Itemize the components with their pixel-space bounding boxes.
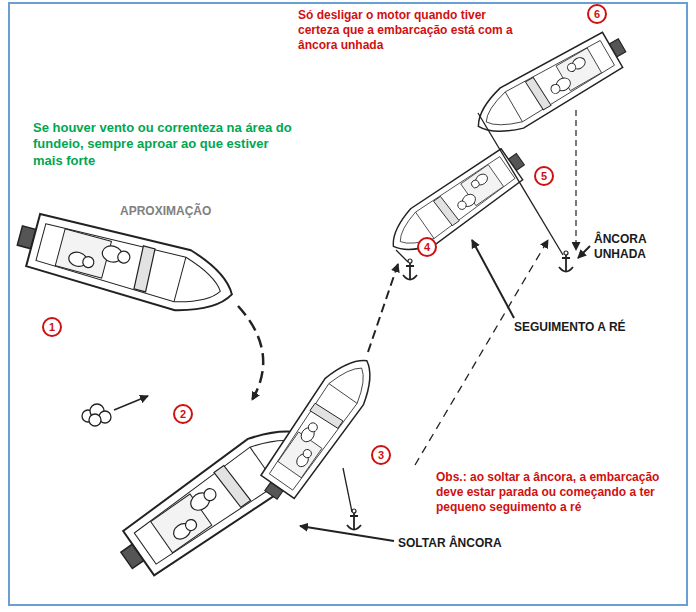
callout-number: 2 [180,409,186,420]
step-label: SEGUIMENTO A RÉ [514,320,644,335]
observation-note: Obs.: ao soltar a âncora, a embarcação d… [436,470,676,515]
wind-note: Se houver vento ou correnteza na área do… [33,120,295,169]
step-label: SOLTAR ÂNCORA [398,536,528,551]
callout-number: 4 [424,242,430,253]
callout-circle: 2 [173,404,193,424]
callout-number: 5 [541,171,547,182]
callout-circle: 5 [534,166,554,186]
callout-circle: 4 [417,237,437,257]
callout-number: 6 [594,9,600,20]
step-label: APROXIMAÇÃO [120,204,230,219]
callout-circle: 1 [42,317,62,337]
callout-circle: 3 [371,445,391,465]
warning-note: Só desligar o motor quando tiver certeza… [298,8,514,53]
callout-number: 1 [49,322,55,333]
step-label: ÂNCORA UNHADA [594,232,674,262]
callout-number: 3 [378,450,384,461]
callout-circle: 6 [587,4,607,24]
